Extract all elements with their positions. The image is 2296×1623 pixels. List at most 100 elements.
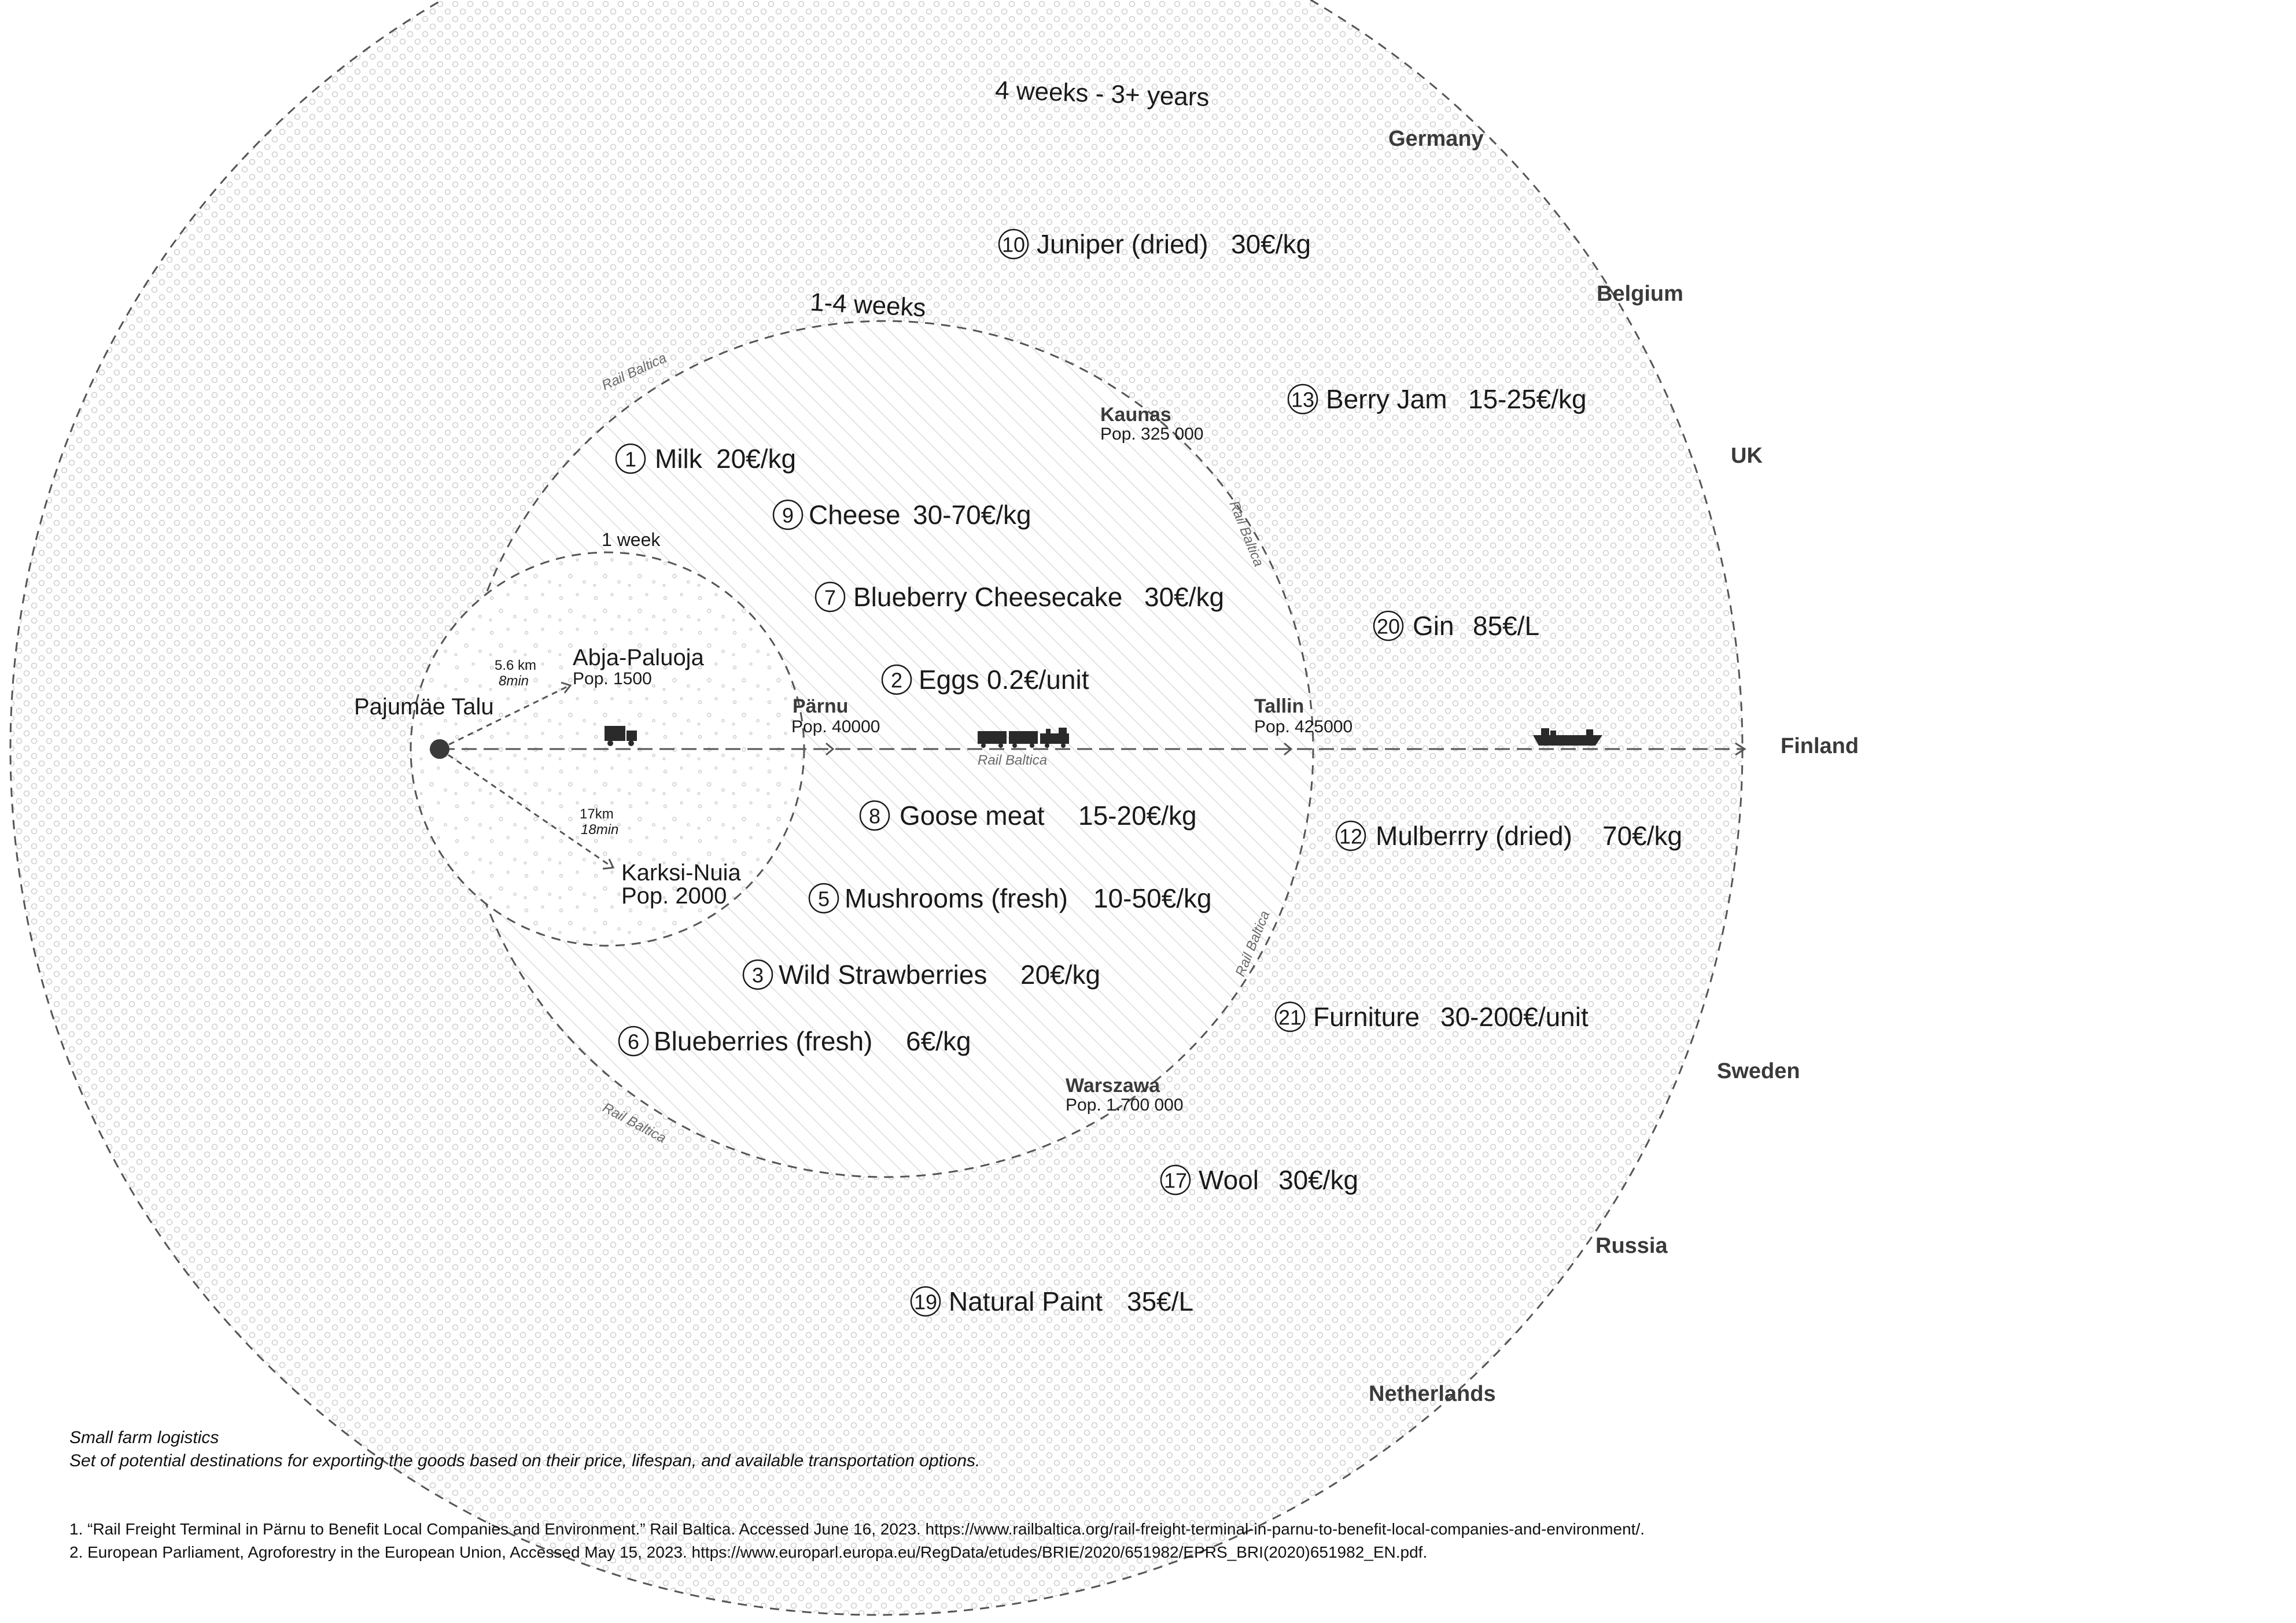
country-netherlands: Netherlands bbox=[1369, 1382, 1496, 1406]
country-belgium: Belgium bbox=[1597, 282, 1683, 306]
product-price: 6€/kg bbox=[906, 1026, 971, 1056]
abja-time: 8min bbox=[499, 673, 529, 689]
country-russia: Russia bbox=[1595, 1234, 1668, 1258]
truck-icon bbox=[605, 726, 637, 746]
product-price: 30-70€/kg bbox=[913, 500, 1031, 530]
product-item: 20 Gin 85€/L bbox=[1373, 610, 1539, 641]
product-name: Wool bbox=[1199, 1165, 1259, 1195]
product-number: 3 bbox=[752, 964, 764, 987]
caption-subtitle: Set of potential destinations for export… bbox=[69, 1451, 981, 1470]
product-item: 6 Blueberries (fresh) 6€/kg bbox=[618, 1026, 971, 1057]
product-item: 7 Blueberry Cheesecake 30€/kg bbox=[815, 581, 1224, 613]
caption-title: Small farm logistics bbox=[69, 1428, 219, 1447]
product-price: 30€/kg bbox=[1231, 229, 1311, 259]
product-number-circle bbox=[615, 443, 646, 474]
arrow-head-icon bbox=[561, 681, 572, 694]
kaunas-name: Kaunas bbox=[1100, 404, 1171, 426]
product-name: Gin bbox=[1413, 611, 1454, 641]
product-name: Juniper (dried) bbox=[1037, 229, 1208, 259]
product-number-circle bbox=[1160, 1164, 1191, 1196]
product-name: Eggs bbox=[919, 665, 979, 695]
product-name: Blueberries (fresh) bbox=[654, 1026, 872, 1056]
product-price: 70€/kg bbox=[1602, 821, 1682, 851]
product-price: 10-50€/kg bbox=[1093, 883, 1212, 913]
product-name: Furniture bbox=[1313, 1002, 1420, 1032]
product-name: Milk bbox=[655, 444, 703, 474]
product-number: 7 bbox=[824, 586, 836, 610]
rail-label: Rail Baltica bbox=[978, 753, 1047, 768]
origin-label: Pajumäe Talu bbox=[354, 694, 494, 720]
inner-ring-label: 1 week bbox=[602, 529, 661, 550]
product-item: 10 Juniper (dried) 30€/kg bbox=[998, 228, 1311, 260]
product-number: 19 bbox=[914, 1290, 937, 1314]
karksi-time: 18min bbox=[581, 822, 618, 838]
product-price: 0.2€/unit bbox=[987, 665, 1089, 695]
product-name: Goose meat bbox=[900, 801, 1045, 831]
product-item: 2 Eggs 0.2€/unit bbox=[881, 664, 1089, 695]
product-number-circle bbox=[1274, 1001, 1306, 1032]
product-number: 13 bbox=[1291, 388, 1314, 412]
arrow-head-icon bbox=[1284, 742, 1293, 756]
tallin-name: Tallin bbox=[1254, 695, 1304, 717]
parnu-name: Pärnu bbox=[793, 695, 848, 717]
product-number: 1 bbox=[625, 448, 636, 471]
product-number-circle bbox=[742, 959, 773, 990]
product-number-circle bbox=[808, 883, 839, 914]
product-number-circle bbox=[1287, 383, 1318, 415]
product-number-circle bbox=[1373, 610, 1404, 641]
arrow-head-icon bbox=[825, 742, 835, 756]
abja-distance: 5.6 km bbox=[495, 658, 536, 673]
product-number: 8 bbox=[869, 805, 880, 828]
train-icon bbox=[978, 728, 1069, 748]
product-name: Wild Strawberries bbox=[779, 960, 987, 990]
product-item: 19 Natural Paint 35€/L bbox=[910, 1286, 1193, 1317]
ship-icon bbox=[1533, 728, 1602, 746]
product-name: Natural Paint bbox=[949, 1286, 1103, 1316]
product-number-circle bbox=[815, 581, 846, 613]
product-price: 35€/L bbox=[1127, 1286, 1193, 1316]
product-price: 15-25€/kg bbox=[1468, 384, 1587, 414]
reference-item: 1. “Rail Freight Terminal in Pärnu to Be… bbox=[69, 1520, 1645, 1538]
product-number: 17 bbox=[1164, 1169, 1187, 1193]
origin-dot bbox=[430, 739, 449, 759]
route-karksi bbox=[439, 748, 614, 869]
product-name: Mushrooms (fresh) bbox=[845, 883, 1068, 913]
product-number: 10 bbox=[1002, 233, 1025, 257]
product-name: Blueberry Cheesecake bbox=[853, 582, 1122, 612]
product-number: 2 bbox=[891, 669, 902, 692]
product-item: 21 Furniture 30-200€/unit bbox=[1274, 1001, 1589, 1032]
abja-pop: Pop. 1500 bbox=[573, 669, 652, 688]
warszawa-pop: Pop. 1.700 000 bbox=[1066, 1095, 1184, 1115]
product-number: 20 bbox=[1377, 615, 1400, 639]
references: 1. “Rail Freight Terminal in Pärnu to Be… bbox=[69, 1518, 1645, 1564]
arrow-head-icon bbox=[1735, 742, 1746, 756]
country-sweden: Sweden bbox=[1717, 1059, 1800, 1083]
country-uk: UK bbox=[1731, 444, 1763, 468]
tallin-pop: Pop. 425000 bbox=[1254, 717, 1352, 736]
product-number: 6 bbox=[628, 1030, 639, 1054]
product-name: Cheese bbox=[809, 500, 901, 530]
product-number-circle bbox=[1335, 820, 1366, 851]
product-number-circle bbox=[772, 499, 804, 530]
abja-name: Abja-Paluoja bbox=[573, 645, 705, 670]
kaunas-pop: Pop. 325 000 bbox=[1100, 425, 1204, 444]
product-number-circle bbox=[998, 228, 1029, 260]
middle-ring-label: 1-4 weeks bbox=[809, 288, 927, 322]
product-name: Mulberrry (dried) bbox=[1376, 821, 1572, 851]
arrow-head-icon bbox=[602, 858, 615, 870]
route-abja bbox=[439, 684, 570, 750]
product-number: 21 bbox=[1278, 1006, 1302, 1030]
product-price: 20€/kg bbox=[716, 444, 796, 474]
karksi-pop: Pop. 2000 bbox=[621, 883, 727, 909]
product-price: 30-200€/unit bbox=[1440, 1002, 1589, 1032]
product-price: 85€/L bbox=[1473, 611, 1539, 641]
country-finland: Finland bbox=[1781, 734, 1859, 758]
product-price: 30€/kg bbox=[1144, 582, 1224, 612]
